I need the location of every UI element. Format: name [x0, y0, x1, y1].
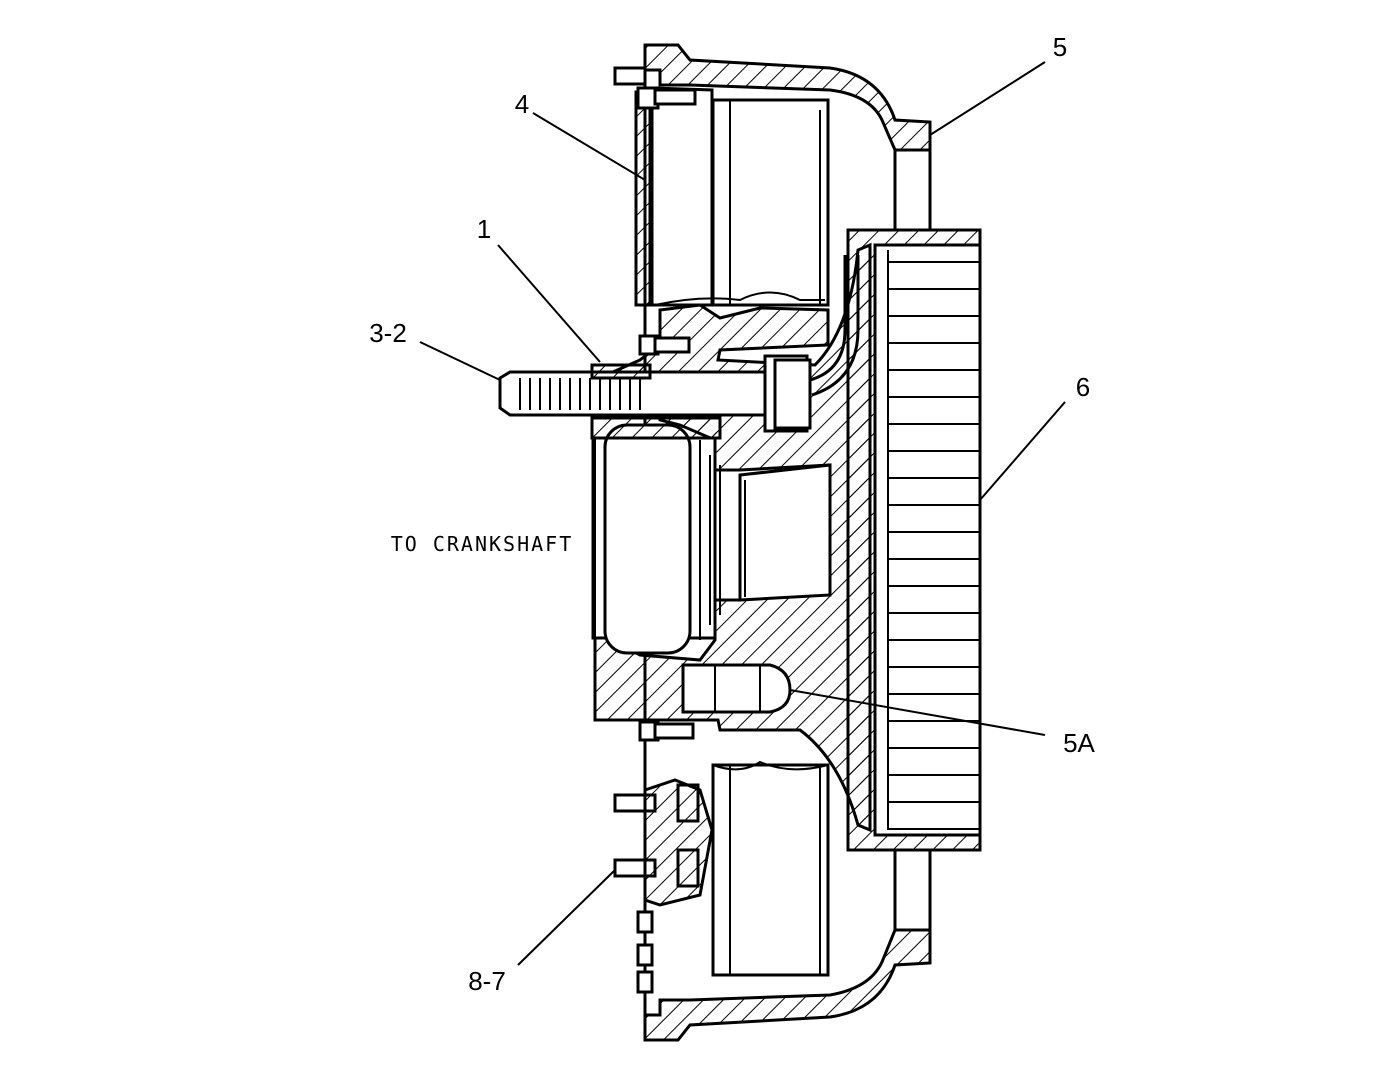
ring-gear [846, 228, 982, 852]
leader-lines [419, 61, 1066, 966]
callout-5a: 5A [1063, 728, 1095, 758]
pocket-5a [681, 663, 792, 714]
note-to-crankshaft: TO CRANKSHAFT [391, 532, 574, 556]
callout-8-7: 8-7 [468, 966, 506, 996]
callout-4: 4 [515, 89, 529, 119]
crankshaft-bore [591, 423, 832, 655]
callout-5: 5 [1053, 32, 1067, 62]
callout-1: 1 [477, 214, 491, 244]
cover-bolts [613, 66, 714, 994]
cover-plate [634, 86, 830, 307]
mounting-bolt [498, 255, 860, 440]
callout-6: 6 [1076, 372, 1090, 402]
callout-3-2: 3-2 [369, 318, 407, 348]
lower-cavity [711, 760, 830, 977]
